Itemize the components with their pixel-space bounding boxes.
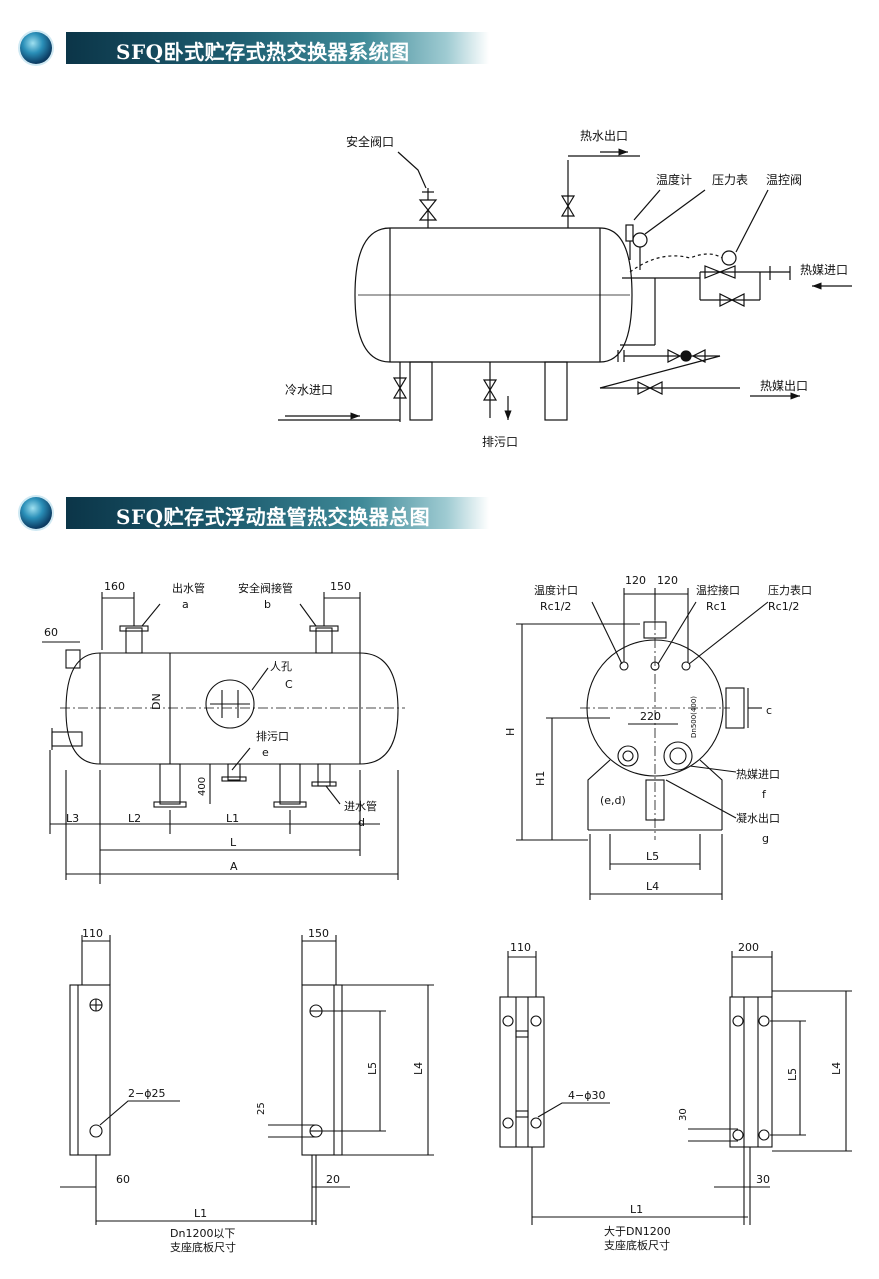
diagram-label: L	[230, 836, 237, 849]
section-header-system: SFQ卧式贮存式热交换器系统图	[14, 28, 489, 68]
bullet-icon	[20, 32, 52, 64]
diagram-label: H1	[534, 771, 547, 786]
label-temp-control: 温控阀	[766, 173, 802, 187]
diagram-label: 4−ϕ30	[568, 1089, 605, 1102]
diagram-label: 60	[44, 626, 58, 639]
side-elevation: 120 120 温度计口 Rc1/2 温控接口 Rc1 压力表口 Rc1/2 H…	[504, 574, 812, 900]
diagram-label: Dn500(400)	[690, 696, 698, 738]
label-heat-in: 热媒进口	[800, 263, 848, 277]
front-elevation: 人孔 C 排污口 e 进水管 d 160 出水管 a 150 安全阀接管 b 6…	[42, 580, 405, 884]
section-header-general: SFQ贮存式浮动盘管热交换器总图	[14, 493, 489, 533]
label-heat-out: 热媒出口	[760, 379, 808, 393]
diagram-label: 150	[308, 927, 329, 940]
diagram-label: DN	[150, 693, 163, 710]
section-title: SFQ卧式贮存式热交换器系统图	[116, 40, 410, 64]
section-title: SFQ贮存式浮动盘管热交换器总图	[116, 505, 431, 529]
diagram-label: 110	[82, 927, 103, 940]
diagram-label: C	[285, 678, 293, 691]
diagram-label: Rc1/2	[540, 600, 571, 613]
diagram-label: H	[504, 728, 517, 736]
diagram-label: 支座底板尺寸	[604, 1238, 670, 1252]
diagram-label: 支座底板尺寸	[170, 1240, 236, 1254]
base-plate-small: 110 2−ϕ25 60 150 L5 L4 25 20 L1 Dn1200以下…	[60, 927, 434, 1254]
diagram-label: 2−ϕ25	[128, 1087, 165, 1100]
diagram-label: 120	[625, 574, 646, 587]
diagram-label: A	[230, 860, 238, 873]
section-title-bar: SFQ贮存式浮动盘管热交换器总图	[66, 497, 489, 529]
diagram-label: 25	[256, 1102, 267, 1115]
diagram-label: 60	[116, 1173, 130, 1186]
diagram-label: L2	[128, 812, 141, 825]
label-thermometer: 温度计	[656, 172, 692, 187]
diagram-label: 160	[104, 580, 125, 593]
diagram-label: d	[358, 816, 365, 829]
diagram-label: f	[762, 788, 767, 801]
diagram-label: L4	[412, 1062, 425, 1075]
diagram-label: 220	[640, 710, 661, 723]
diagram-label: c	[766, 704, 772, 717]
diagram-label: e	[262, 746, 269, 759]
diagram-label: 110	[510, 941, 531, 954]
diagram-label: 出水管	[172, 581, 205, 595]
diagram-label: 30	[756, 1173, 770, 1186]
diagram-label: 400	[197, 777, 208, 796]
diagram-label: L5	[366, 1062, 379, 1075]
diagram-label: L1	[194, 1207, 207, 1220]
diagram-label: 120	[657, 574, 678, 587]
diagram-label: 温度计口	[534, 583, 578, 597]
diagram-label: L4	[830, 1062, 843, 1075]
diagram-label: 200	[738, 941, 759, 954]
diagram-label: (e,d)	[600, 794, 626, 807]
diagram-label: L4	[646, 880, 659, 893]
tank-leg	[544, 361, 568, 421]
tank-leg	[409, 361, 433, 421]
label-cold-in: 冷水进口	[285, 383, 333, 397]
label-hot-water-out: 热水出口	[580, 129, 628, 143]
diagram-label: 人孔	[270, 660, 292, 673]
diagram-label: 热媒进口	[736, 768, 780, 781]
label-pressure-gauge: 压力表	[712, 173, 748, 187]
diagram-label: L5	[646, 850, 659, 863]
diagram-label: Dn1200以下	[170, 1227, 235, 1240]
section-title-bar: SFQ卧式贮存式热交换器系统图	[66, 32, 489, 64]
diagram-label: a	[182, 598, 189, 611]
diagram-label: 30	[678, 1108, 689, 1121]
diagram-label: 压力表口	[768, 583, 812, 597]
diagram-label: 凝水出口	[736, 811, 780, 825]
diagram-label: Rc1/2	[768, 600, 799, 613]
diagram-label: 20	[326, 1173, 340, 1186]
diagram-label: L3	[66, 812, 79, 825]
diagram-label: 安全阀接管	[238, 581, 293, 595]
diagram-label: 排污口	[256, 729, 289, 743]
bullet-icon	[20, 497, 52, 529]
diagram-label: L5	[786, 1068, 799, 1081]
diagram-label: 150	[330, 580, 351, 593]
diagram-label: 温控接口	[696, 583, 740, 597]
base-plate-large: 110 4−ϕ30 200 L5 L4 30 30 L1 大于DN1200 支座…	[499, 941, 852, 1252]
diagram-label: L1	[226, 812, 239, 825]
diagram-label: b	[264, 598, 271, 611]
label-drain: 排污口	[482, 435, 518, 449]
diagram-label: 大于DN1200	[604, 1224, 671, 1238]
diagram-label: g	[762, 832, 769, 845]
diagram-label: Rc1	[706, 600, 727, 613]
system-diagram: 安全阀口 热水出口 温度计 压力表 温控阀 热媒进口 热媒出口 冷水进口 排污口	[278, 129, 852, 449]
diagram-label: L1	[630, 1203, 643, 1216]
label-safety-valve: 安全阀口	[346, 134, 394, 149]
